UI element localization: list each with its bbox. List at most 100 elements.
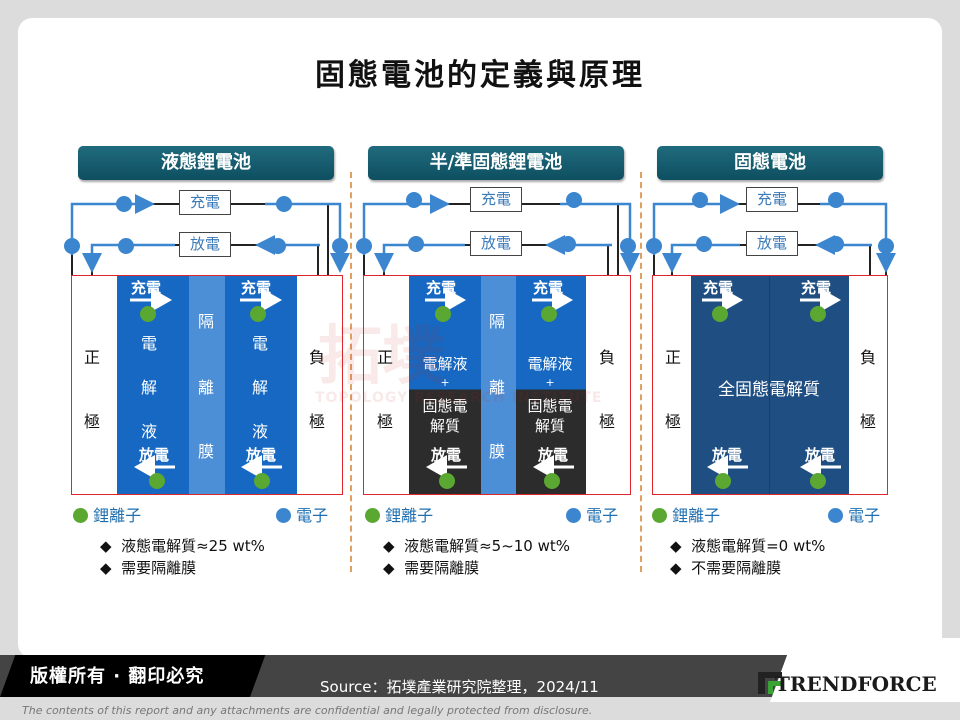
bullet-text: 液態電解質=0 wt%	[691, 537, 826, 555]
electrolyte-label: 液	[251, 422, 268, 441]
negative-electrode-label: 負	[308, 348, 325, 367]
positive-electrode-label: 極	[664, 412, 681, 431]
column-divider	[640, 172, 642, 572]
electron-dot	[828, 192, 844, 208]
separator-label: 膜	[197, 442, 214, 461]
lithium-ion-dot	[541, 306, 557, 322]
bullet-item: ◆ 不需要隔離膜	[670, 559, 782, 577]
electrolyte-mix-label: 固態電	[527, 397, 573, 415]
positive-electrode-label: 正	[376, 348, 393, 367]
legend-ion: 鋰離子	[73, 502, 141, 526]
separator-label: 隔	[488, 312, 505, 331]
lithium-ion-dot	[250, 306, 266, 322]
electrolyte-label: 電	[251, 334, 268, 353]
solid-electrolyte-label: 全固態電解質	[718, 380, 820, 400]
electron-dot	[828, 508, 843, 523]
discharge-label: 放電	[470, 231, 522, 256]
column-divider	[350, 172, 352, 572]
separator-label: 隔	[197, 312, 214, 331]
bullet-text: 需要隔離膜	[121, 559, 197, 577]
positive-electrode-label: 正	[664, 348, 681, 367]
watermark-subtitle: TOPOLOGY RESEARCH INSTITUTE	[315, 390, 603, 406]
electron-dot	[276, 196, 292, 212]
legend-ion-label: 鋰離子	[672, 506, 721, 525]
bullet-text: 需要隔離膜	[404, 559, 480, 577]
discharge-label: 放電	[746, 231, 798, 256]
negative-electrode-label: 極	[308, 412, 325, 431]
bullet-text: 液態電解質≈25 wt%	[121, 537, 265, 555]
electron-dot	[116, 196, 132, 212]
legend-electron-label: 電子	[296, 506, 329, 525]
electron-dot	[696, 236, 712, 252]
copyright-notice: 版權所有 · 翻印必究	[30, 666, 205, 687]
legend-electron-label: 電子	[848, 506, 881, 525]
trendforce-logo-icon	[758, 672, 782, 694]
electron-dot	[64, 238, 80, 254]
brand-wordmark: TRENDFORCE	[775, 672, 937, 696]
bullet-item: ◆ 需要隔離膜	[383, 559, 480, 577]
lithium-ion-dot	[544, 473, 560, 489]
legend-ion: 鋰離子	[652, 502, 720, 526]
legend-ion-label: 鋰離子	[93, 506, 142, 525]
electrolyte-mix-label: 電解液	[422, 355, 468, 373]
lithium-ion-dot	[254, 473, 270, 489]
legend-electron-label: 電子	[586, 506, 619, 525]
lithium-ion-dot	[149, 473, 165, 489]
charge-label: 充電	[179, 190, 231, 215]
charge-label: 充電	[746, 187, 798, 212]
negative-electrode-label: 負	[598, 348, 615, 367]
electron-dot	[828, 236, 844, 252]
lithium-ion-dot	[810, 306, 826, 322]
electrolyte-mix-plus: +	[440, 376, 450, 389]
electron-dot	[566, 192, 582, 208]
electron-dot	[566, 508, 581, 523]
separator-label: 膜	[488, 442, 505, 461]
electron-dot	[878, 238, 894, 254]
electron-dot	[408, 236, 424, 252]
legend-ion: 鋰離子	[365, 502, 433, 526]
positive-electrode-label: 極	[83, 412, 100, 431]
disclaimer: The contents of this report and any atta…	[22, 704, 593, 717]
separator-label: 離	[197, 378, 214, 397]
electron-dot	[356, 238, 372, 254]
lithium-ion-dot	[715, 473, 731, 489]
electrolyte-mix-label: 電解液	[527, 355, 573, 373]
electron-dot	[646, 238, 662, 254]
lithium-ion-dot	[435, 306, 451, 322]
electrolyte-mix-label: 固態電	[422, 397, 468, 415]
lithium-ion-dot	[810, 473, 826, 489]
electrolyte-mix-plus: +	[545, 376, 555, 389]
bullet-text: 不需要隔離膜	[691, 559, 782, 577]
lithium-ion-dot	[365, 508, 380, 523]
header-semi-solid-battery: 半/準固態鋰電池	[368, 146, 624, 180]
watermark-logo: 拓墣	[318, 320, 446, 394]
lithium-ion-dot	[73, 508, 88, 523]
electron-dot	[406, 192, 422, 208]
electrolyte-label: 解	[140, 378, 157, 397]
separator-region	[189, 276, 225, 494]
electrolyte-mix-label: 解質	[429, 417, 460, 435]
negative-electrode-label: 極	[859, 412, 876, 431]
charge-label: 充電	[470, 187, 522, 212]
legend-electron: 電子	[276, 502, 328, 526]
bullet-item: ◆ 需要隔離膜	[100, 559, 197, 577]
electron-dot	[270, 238, 286, 254]
separator-label: 離	[488, 378, 505, 397]
negative-electrode-label: 負	[859, 348, 876, 367]
positive-electrode-label: 極	[376, 412, 393, 431]
source-note: Source：拓墣產業研究院整理，2024/11	[320, 678, 599, 696]
lithium-ion-dot	[652, 508, 667, 523]
lithium-ion-dot	[712, 306, 728, 322]
lithium-ion-dot	[439, 473, 455, 489]
discharge-label: 放電	[179, 232, 231, 257]
legend-electron: 電子	[566, 502, 618, 526]
separator-region	[481, 276, 516, 494]
bullet-text: 液態電解質≈5~10 wt%	[404, 537, 571, 555]
electrolyte-label: 解	[251, 378, 268, 397]
solid-electrolyte-seam	[769, 276, 770, 494]
page-title: 固態電池的定義與原理	[315, 58, 645, 93]
electron-dot	[118, 238, 134, 254]
electrolyte-mix-label: 解質	[534, 417, 565, 435]
electron-dot	[692, 192, 708, 208]
